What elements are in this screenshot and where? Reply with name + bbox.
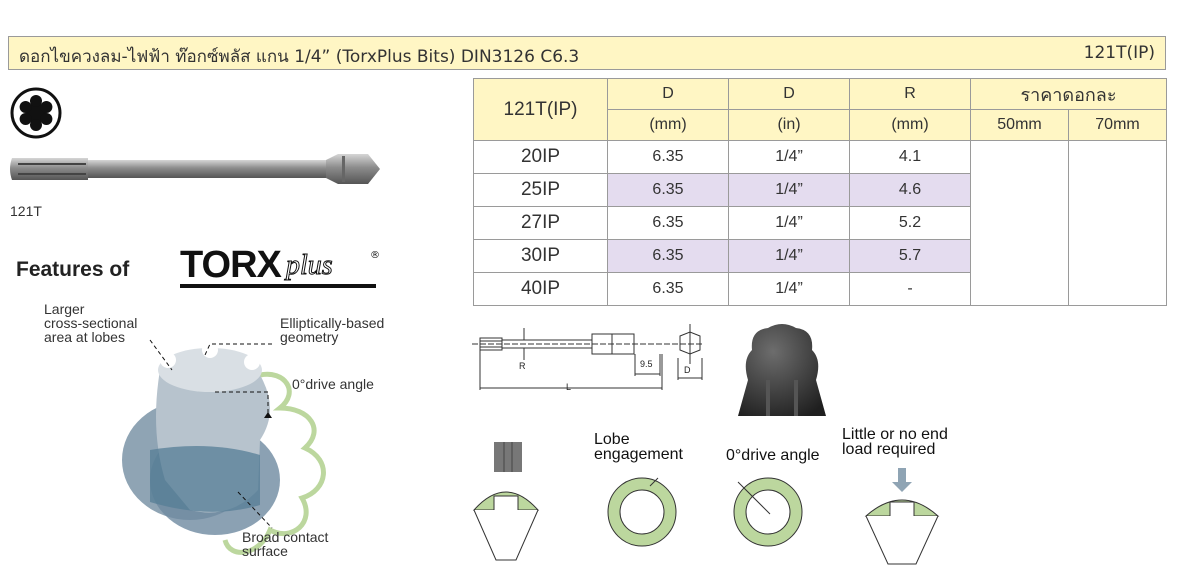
cell-r-mm: 5.7 [849,239,971,273]
header-col: D [607,78,729,110]
drawing-d: D [684,365,691,375]
cell-d-in: 1/4” [728,272,850,306]
cell-price-50 [970,140,1069,306]
cell-d-in: 1/4” [728,173,850,207]
cell-d-mm: 6.35 [607,239,729,273]
cell-model: 40IP [473,272,608,306]
torx-end-icon [10,87,62,139]
screw-head-diagram [472,442,540,561]
drawing-r: R [519,361,526,371]
header-unit: (in) [728,109,850,141]
table-row: 40IP 6.35 1/4” - [473,272,1167,306]
lobe-engagement-diagram [607,477,677,547]
page-title: ดอกไขควงลม-ไฟฟ้า ท๊อกซ์พลัส แกน 1/4” (To… [19,47,580,67]
drawing-l: L [566,382,572,392]
brand-plus: plus [286,250,334,282]
annotation-elliptic: Elliptically-based geometry [280,315,385,345]
cell-d-mm: 6.35 [607,140,729,174]
bit-image [10,154,380,184]
annotation-drive-angle: 0°drive angle [292,376,374,392]
product-label: 121T [10,203,42,219]
header-unit: (mm) [607,109,729,141]
header-model: 121T(IP) [473,78,608,141]
label-drive-angle: 0°drive angle [726,447,820,464]
annotation-lobes: Larger cross-sectional area at lobes [44,301,138,345]
cell-r-mm: 4.1 [849,140,971,174]
logo-underline [180,284,376,288]
cell-d-mm: 6.35 [607,173,729,207]
torx-3d-diagram [122,342,326,555]
table-row: 25IP 6.35 1/4” 4.6 [473,173,1167,207]
table-row: 30IP 6.35 1/4” 5.7 [473,239,1167,273]
drawing-9-5: 9.5 [640,359,653,369]
cell-d-in: 1/4” [728,206,850,240]
cell-model: 20IP [473,140,608,174]
product-code: 121T(IP) [1083,43,1155,63]
header-col: R [849,78,971,110]
table-row: 27IP 6.35 1/4” 5.2 [473,206,1167,240]
cell-r-mm: 4.6 [849,173,971,207]
cell-r-mm: 5.2 [849,206,971,240]
cell-model: 25IP [473,173,608,207]
header-unit: (mm) [849,109,971,141]
spec-table: 121T(IP) D D R ราคาดอกละ (mm) (in) (mm) … [473,78,1167,306]
cell-d-in: 1/4” [728,239,850,273]
header-col: D [728,78,850,110]
title-bar: ดอกไขควงลม-ไฟฟ้า ท๊อกซ์พลัส แกน 1/4” (To… [8,36,1166,70]
table-row: 20IP 6.35 1/4” 4.1 [473,140,1167,306]
bit-tip-image [738,324,826,416]
technical-drawing [472,324,703,390]
cell-d-mm: 6.35 [607,272,729,306]
leader-lines [149,339,273,529]
cell-price-70 [1068,140,1167,306]
label-end-load: Little or no end load required [842,426,948,458]
cell-d-mm: 6.35 [607,206,729,240]
cell-r-mm: - [849,272,971,306]
cell-model: 27IP [473,206,608,240]
features-label: Features of [16,258,130,281]
header-price-col: 70mm [1068,109,1167,141]
drive-angle-diagram [733,477,803,547]
end-load-diagram [864,468,940,565]
annotation-contact: Broad contact surface [242,529,329,559]
registered-mark: ® [370,250,380,261]
label-lobe-engagement: Lobe engagement [594,431,683,463]
cell-model: 30IP [473,239,608,273]
cell-d-in: 1/4” [728,140,850,174]
brand-torx: TORX [180,244,282,286]
header-price: ราคาดอกละ [970,78,1167,110]
header-price-col: 50mm [970,109,1069,141]
